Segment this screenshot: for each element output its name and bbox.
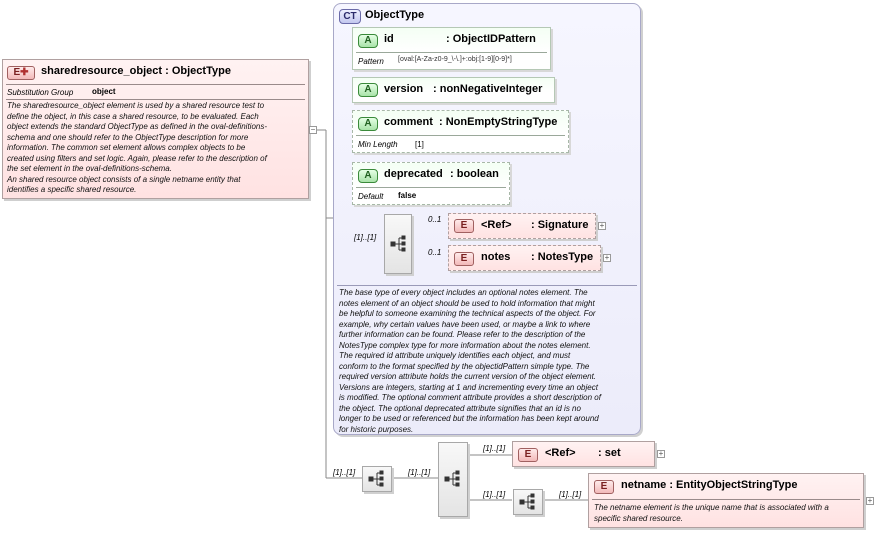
element-ref-signature[interactable]: E <Ref> : Signature <box>448 213 596 239</box>
element-notes[interactable]: E notes : NotesType <box>448 245 601 271</box>
facet-value: [1] <box>415 140 424 149</box>
root-documentation: The sharedresource_object element is use… <box>7 101 268 194</box>
substitution-group-value: object <box>92 87 116 96</box>
complex-type-badge-icon: CT <box>339 9 361 24</box>
choice-cardinality: [1]..[1] <box>408 468 431 477</box>
attribute-comment[interactable]: A comment : NonEmptyStringType Min Lengt… <box>352 110 569 153</box>
attribute-name: id <box>384 33 394 45</box>
sequence-compositor-icon[interactable] <box>362 466 392 492</box>
element-badge-icon: E <box>594 480 614 494</box>
facet-value: [oval:[A-Za-z0-9_\-\.]+:obj:[1-9][0-9]*] <box>398 56 512 63</box>
element-badge-icon: E✚ <box>7 66 35 80</box>
element-badge-icon: E <box>518 448 538 462</box>
element-ref-set[interactable]: E <Ref> : set <box>512 441 655 467</box>
element-type: : set <box>598 447 621 459</box>
attribute-type: : nonNegativeInteger <box>433 83 543 95</box>
complex-type-documentation: The base type of every object includes a… <box>339 288 601 434</box>
expand-toggle-icon[interactable]: + <box>603 253 611 262</box>
sequence-cardinality: [1]..[1] <box>354 233 377 242</box>
attribute-type: : NonEmptyStringType <box>439 116 558 128</box>
element-badge-icon: E <box>454 219 474 233</box>
facet-label: Pattern <box>358 57 384 66</box>
netname-documentation: The netname element is the unique name t… <box>594 503 829 523</box>
element-name: <Ref> <box>481 219 512 231</box>
attribute-name: deprecated <box>384 168 443 180</box>
set-ref-cardinality: [1]..[1] <box>483 444 506 453</box>
facet-value: false <box>398 191 417 200</box>
collapse-toggle-icon[interactable]: − <box>309 125 317 134</box>
ref-signature-cardinality: 0..1 <box>428 215 442 224</box>
facet-label: Min Length <box>358 140 398 149</box>
sequence-compositor-icon[interactable] <box>513 489 543 515</box>
attribute-badge-icon: A <box>358 169 378 183</box>
facet-label: Default <box>358 192 384 201</box>
choice-compositor-icon[interactable] <box>438 442 468 517</box>
expand-toggle-icon[interactable]: + <box>657 449 665 458</box>
sequence-cardinality: [1]..[1] <box>483 490 506 499</box>
attribute-name: version <box>384 83 424 95</box>
attribute-type: : ObjectIDPattern <box>446 33 536 45</box>
netname-cardinality: [1]..[1] <box>559 490 582 499</box>
attribute-badge-icon: A <box>358 117 378 131</box>
element-type: : NotesType <box>531 251 594 263</box>
expand-toggle-icon[interactable]: + <box>866 496 874 505</box>
sequence-cardinality: [1]..[1] <box>333 468 356 477</box>
attribute-version[interactable]: A version : nonNegativeInteger <box>352 77 555 103</box>
root-element-box[interactable]: E✚ sharedresource_object : ObjectType Su… <box>2 59 309 199</box>
attribute-badge-icon: A <box>358 83 378 97</box>
attribute-name: comment <box>384 116 433 128</box>
notes-cardinality: 0..1 <box>428 248 442 257</box>
element-name: <Ref> <box>545 447 576 459</box>
attribute-id[interactable]: A id : ObjectIDPattern Pattern [oval:[A-… <box>352 27 551 70</box>
substitution-group-label: Substitution Group <box>7 88 74 97</box>
complex-type-name: ObjectType <box>365 9 425 21</box>
element-type: : Signature <box>531 219 589 231</box>
root-element-title: sharedresource_object : ObjectType <box>41 65 231 77</box>
attribute-deprecated[interactable]: A deprecated : boolean Default false <box>352 162 510 205</box>
element-netname[interactable]: E netname : EntityObjectStringType The n… <box>588 473 864 528</box>
element-badge-icon: E <box>454 252 474 266</box>
sequence-compositor-icon[interactable] <box>384 214 412 274</box>
attribute-type: : boolean <box>450 168 499 180</box>
expand-toggle-icon[interactable]: + <box>598 221 606 230</box>
element-name: notes <box>481 251 511 263</box>
attribute-badge-icon: A <box>358 34 378 48</box>
element-title: netname : EntityObjectStringType <box>621 479 798 491</box>
